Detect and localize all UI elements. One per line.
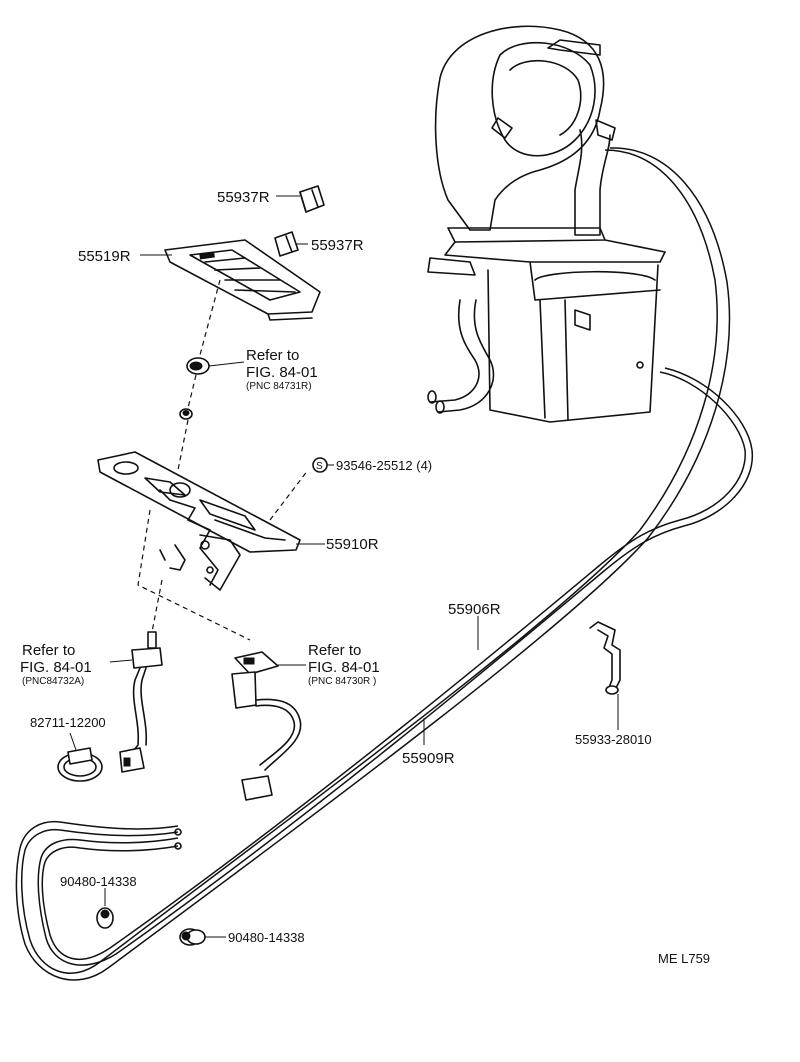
switch-right bbox=[231, 651, 302, 801]
label-93546: 93546-25512 (4) bbox=[336, 458, 432, 473]
label-ref1-line2: FIG. 84-01 bbox=[246, 364, 318, 381]
label-55909r: 55909R bbox=[402, 750, 455, 767]
label-55937r-top: 55937R bbox=[217, 189, 270, 206]
control-panel-55910r bbox=[97, 451, 301, 591]
plate-55519r bbox=[164, 239, 321, 321]
clamp-82711 bbox=[57, 747, 103, 782]
label-ref3-line1: Refer to bbox=[308, 642, 361, 659]
label-ref2-line1: Refer to bbox=[22, 642, 75, 659]
label-55906r: 55906R bbox=[448, 601, 501, 618]
label-90480-right: 90480-14338 bbox=[228, 930, 305, 945]
cap-55937r-top bbox=[299, 185, 325, 213]
label-55910r: 55910R bbox=[326, 536, 379, 553]
label-ref1-line3: (PNC 84731R) bbox=[246, 381, 312, 392]
label-82711: 82711-12200 bbox=[30, 715, 106, 730]
screw-symbol-text: S bbox=[316, 461, 323, 472]
label-ref2-line3: (PNC84732A) bbox=[22, 676, 84, 687]
label-55519r: 55519R bbox=[78, 248, 131, 265]
grommet-upper bbox=[186, 357, 210, 375]
grommet-90480-right bbox=[179, 928, 206, 946]
label-90480-left: 90480-14338 bbox=[60, 874, 137, 889]
bracket-55933 bbox=[589, 621, 621, 695]
label-ref1-line1: Refer to bbox=[246, 347, 299, 364]
grommet-90480-left bbox=[96, 907, 114, 929]
switch-left bbox=[119, 631, 163, 773]
diagram-code: ME L759 bbox=[658, 951, 710, 966]
label-ref2-line2: FIG. 84-01 bbox=[20, 659, 92, 676]
heater-blower-unit bbox=[427, 25, 666, 423]
screw-symbol-s: S bbox=[312, 457, 328, 473]
cap-55937r-bottom bbox=[274, 231, 299, 257]
control-cables bbox=[15, 147, 753, 981]
label-ref3-line2: FIG. 84-01 bbox=[308, 659, 380, 676]
grommet-lower bbox=[179, 408, 193, 420]
label-ref3-line3: (PNC 84730R ) bbox=[308, 676, 376, 687]
label-55933: 55933-28010 bbox=[575, 732, 652, 747]
label-55937r-bottom: 55937R bbox=[311, 237, 364, 254]
